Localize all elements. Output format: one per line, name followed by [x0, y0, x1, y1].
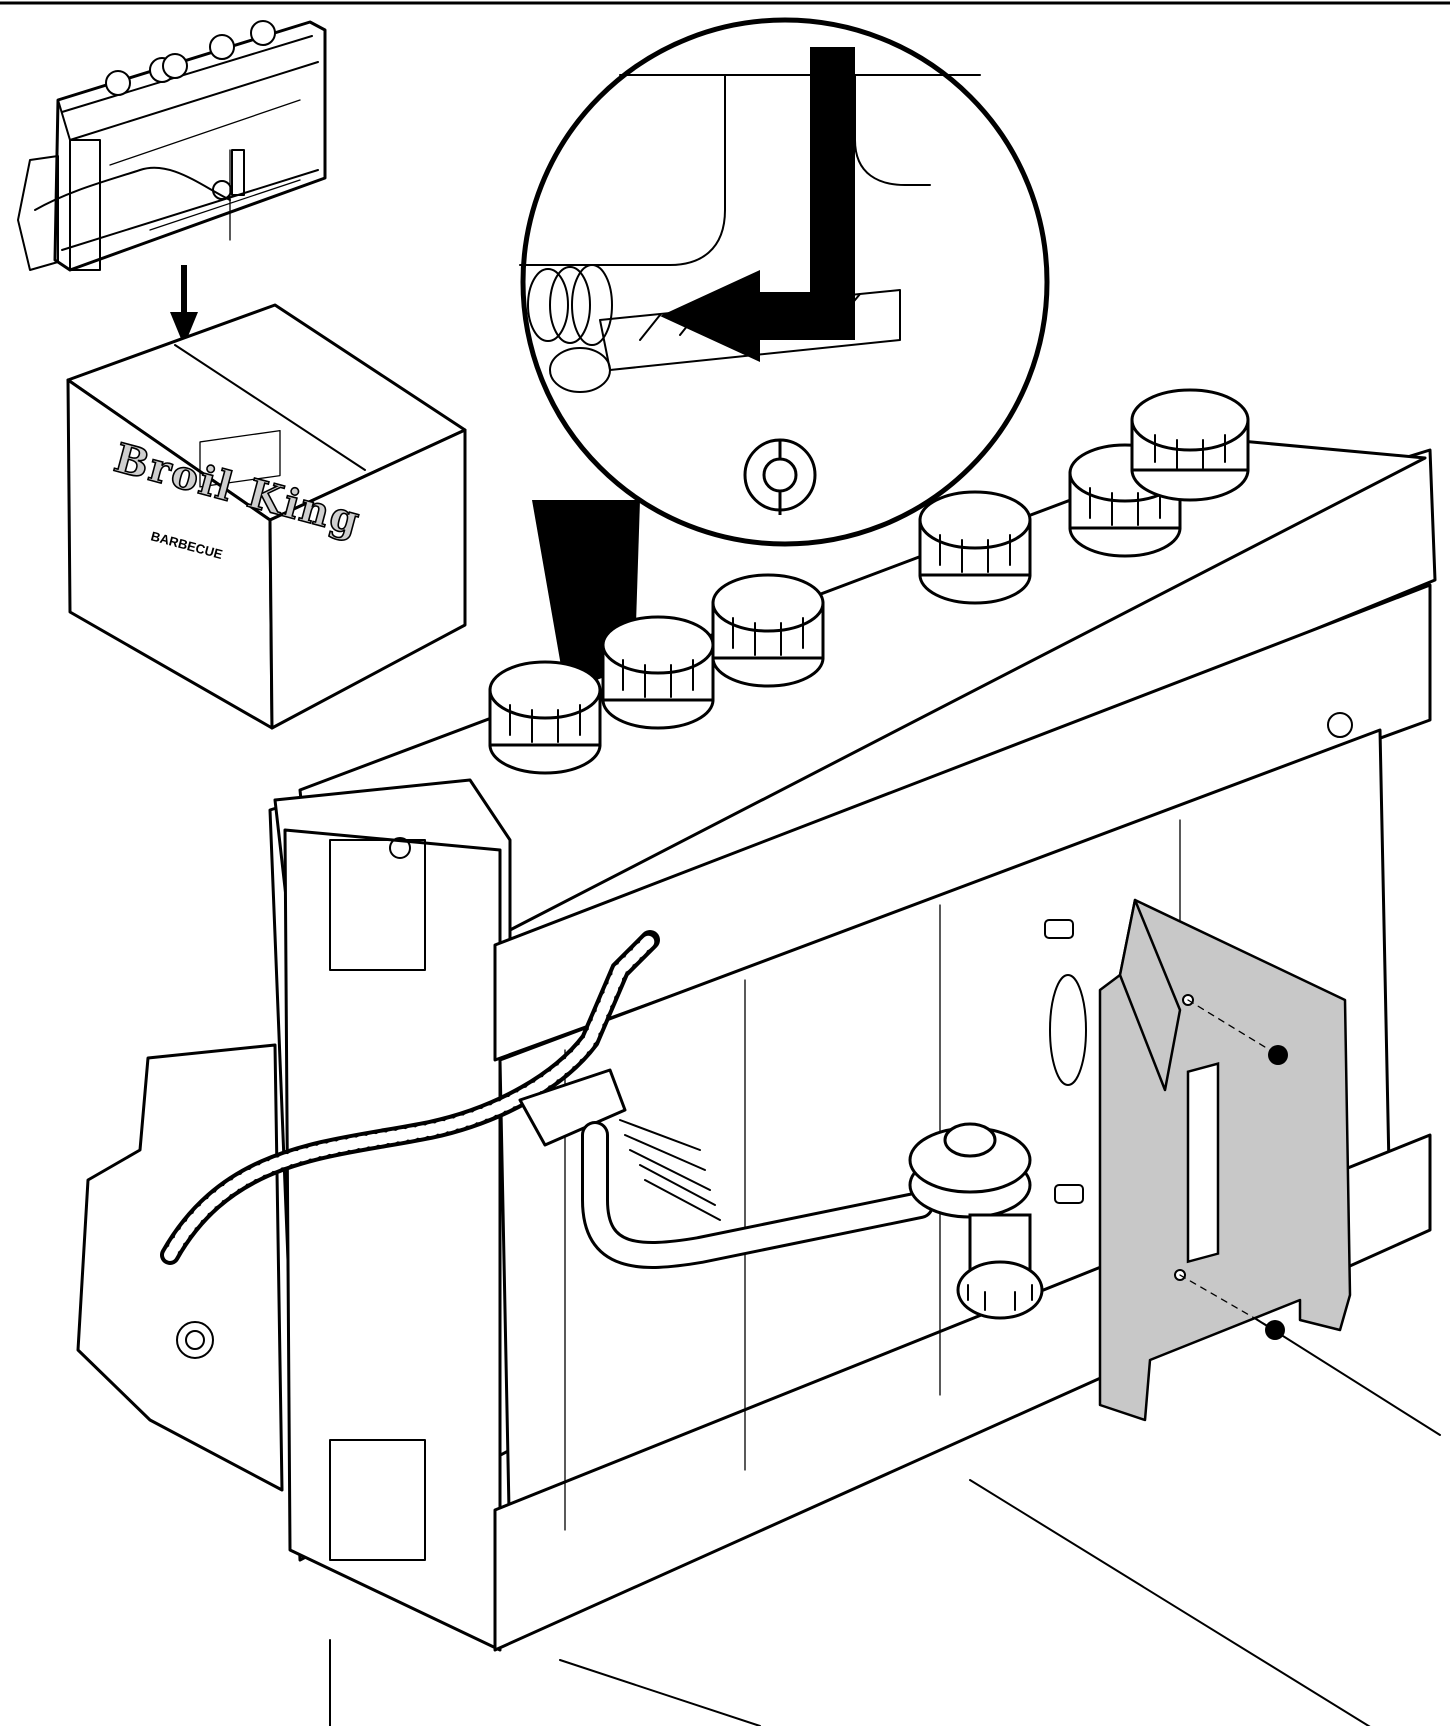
- carton-box: Broil King BARBECUE: [66, 303, 467, 730]
- control-panel-face: [493, 583, 1432, 1062]
- knob-4: [918, 490, 1032, 605]
- knob-2: [601, 615, 715, 730]
- knob-1: [488, 660, 602, 775]
- circle-mark-icon: [743, 438, 817, 515]
- inset-grill-head: [17, 20, 327, 272]
- knob-6: [1130, 388, 1250, 502]
- screw: [1268, 1045, 1288, 1065]
- arrow-bend-icon: [660, 47, 855, 362]
- main-grill-head: [76, 388, 1441, 1726]
- igniter-wires: [619, 1119, 721, 1221]
- arrow-down-icon: [170, 265, 198, 346]
- fittings: [389, 712, 1353, 1204]
- gas-regulator: [908, 1122, 1044, 1320]
- floor-lines: [329, 1289, 1441, 1726]
- knob-3: [711, 573, 825, 688]
- control-knobs: [488, 388, 1250, 775]
- heat-shield: [1098, 898, 1352, 1422]
- hose-bracket: [518, 1068, 627, 1147]
- left-frame-rail: [283, 828, 502, 1652]
- side-plate: [76, 1043, 284, 1492]
